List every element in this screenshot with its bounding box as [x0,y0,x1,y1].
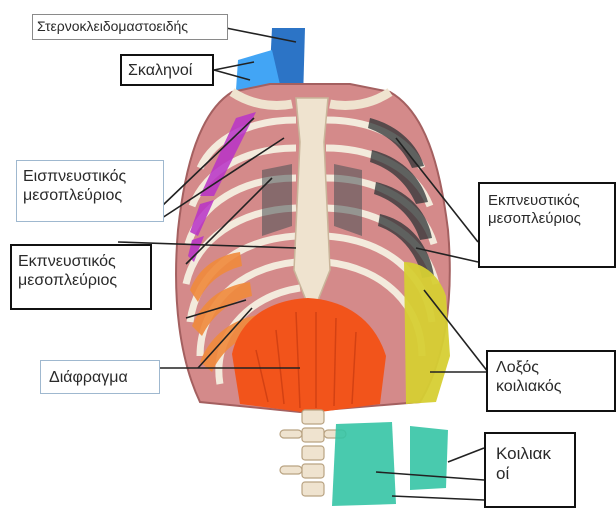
rectus-abdominis-muscle-right [410,426,448,490]
diaphragm-label: Διάφραγμα [40,360,160,394]
internal-intercostal-right-label: Εκπνευστικός μεσοπλεύριος [478,182,616,268]
rectus-label-line2: οί [496,464,564,484]
sternum [294,98,330,300]
internal-intercostal-left-label-line2: μεσοπλεύριος [18,271,144,290]
rectus-label: Κοιλιακ οί [484,432,576,508]
external-intercostal-label-line2: μεσοπλεύριος [23,186,157,205]
external-intercostal-label: Εισπνευστικός μεσοπλεύριος [16,160,164,222]
internal-intercostal-left-label: Εκπνευστικός μεσοπλεύριος [10,244,152,310]
scalenes-label-text: Σκαληνοί [128,61,206,80]
rectus-label-line1: Κοιλιακ [496,444,564,464]
oblique-label-line1: Λοξός [496,358,606,377]
external-intercostal-label-line1: Εισπνευστικός [23,167,157,186]
internal-intercostal-left-label-line1: Εκπνευστικός [18,252,144,271]
sternocleidomastoid-label-text: Στερνοκλειδομαστοειδής [37,18,223,35]
oblique-label-line2: κοιλιακός [496,377,606,396]
oblique-label: Λοξός κοιλιακός [486,350,616,412]
diaphragm-label-text: Διάφραγμα [49,368,151,387]
rectus-abdominis-muscle [332,422,396,506]
scalenes-label: Σκαληνοί [120,54,214,86]
sternocleidomastoid-label: Στερνοκλειδομαστοειδής [32,14,228,40]
internal-intercostal-right-label-line1: Εκπνευστικός [488,192,606,210]
internal-intercostal-right-label-line2: μεσοπλεύριος [488,210,606,228]
